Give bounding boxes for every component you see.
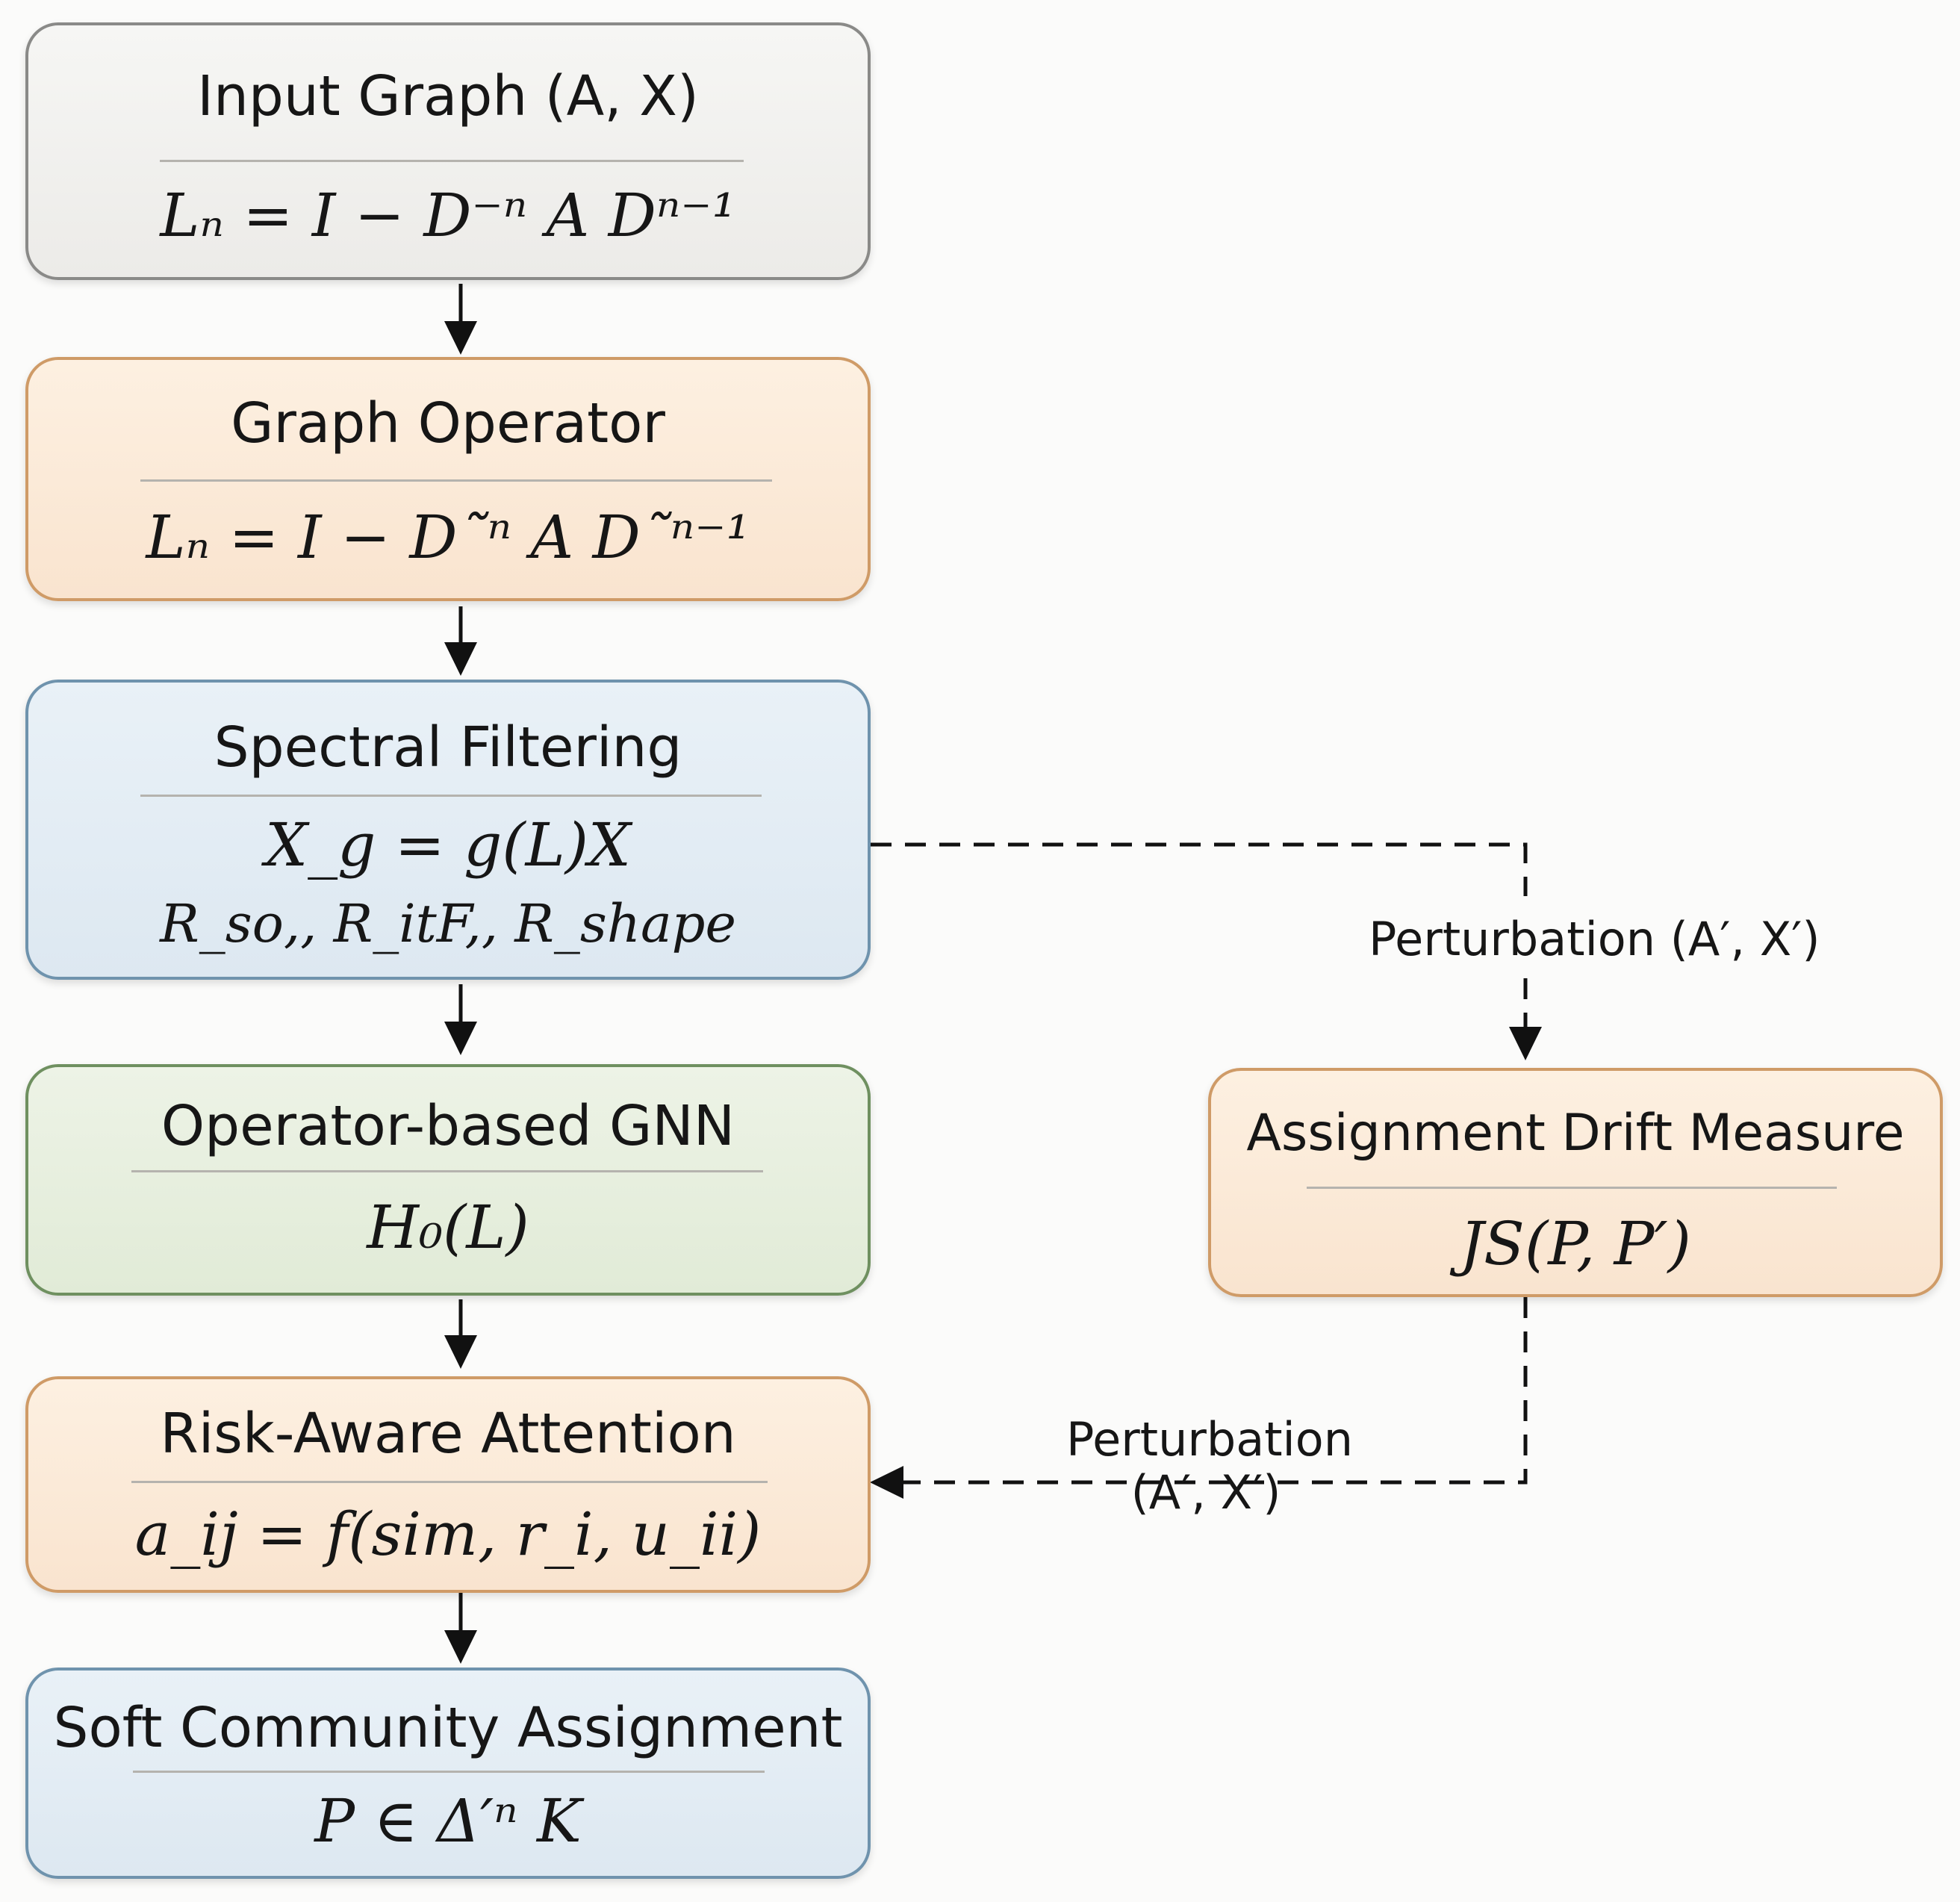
arrow-head-4 xyxy=(444,1335,477,1369)
node-formula: a_ij = f(sim, r_i, u_ii) xyxy=(134,1499,762,1569)
node-title: Operator-based GNN xyxy=(161,1094,735,1158)
edge-label-perturbation-top: Perturbation (A′, X′) xyxy=(1369,912,1820,966)
node-operator-gnn: Operator-based GNN H₀(L) xyxy=(25,1064,871,1296)
node-formula: H₀(L) xyxy=(367,1193,529,1262)
divider xyxy=(160,160,744,162)
node-title: Risk-Aware Attention xyxy=(160,1402,736,1466)
node-formula: P ∈ Δ′ⁿ K xyxy=(314,1786,582,1856)
divider xyxy=(131,1170,763,1172)
node-formula: Lₙ = I − D⁻ⁿ A Dⁿ⁻¹ xyxy=(160,181,736,250)
arrow-head-3 xyxy=(444,1022,477,1055)
perturbation-paths xyxy=(871,842,1528,1485)
edge-label-line-2: (A′, X′) xyxy=(1130,1465,1281,1520)
node-formula-secondary: R_so,, R_itF,, R_shape xyxy=(160,893,736,954)
node-title: Graph Operator xyxy=(231,391,665,456)
node-risk-aware-attention: Risk-Aware Attention a_ij = f(sim, r_i, … xyxy=(25,1376,871,1593)
node-input-graph: Input Graph (A, X) Lₙ = I − D⁻ⁿ A Dⁿ⁻¹ xyxy=(25,22,871,280)
divider xyxy=(140,479,772,482)
node-title: Soft Community Assignment xyxy=(53,1696,843,1760)
arrow-head-1 xyxy=(444,321,477,355)
node-formula: JS(P, P′) xyxy=(1460,1209,1691,1278)
arrow-head-2 xyxy=(444,642,477,676)
divider xyxy=(133,1771,765,1773)
node-title: Spectral Filtering xyxy=(214,715,682,780)
node-spectral-filtering: Spectral Filtering X_g = g(L)X R_so,, R_… xyxy=(25,680,871,980)
node-title: Input Graph (A, X) xyxy=(197,64,699,128)
edge-label-perturbation-bottom: Perturbation (A′, X′) xyxy=(1060,1413,1359,1520)
divider xyxy=(140,795,762,797)
flow-arrows xyxy=(444,284,477,1664)
node-formula: Lₙ = I − D˜ⁿ A D˜ⁿ⁻¹ xyxy=(146,503,750,572)
dashed-arrow-head-left xyxy=(870,1466,903,1499)
divider xyxy=(1307,1187,1837,1189)
edge-label-line-1: Perturbation xyxy=(1065,1412,1354,1467)
node-formula: X_g = g(L)X xyxy=(265,810,631,880)
arrow-head-5 xyxy=(444,1630,477,1664)
divider xyxy=(131,1481,768,1483)
node-title: Assignment Drift Measure xyxy=(1246,1104,1905,1163)
node-assignment-drift-measure: Assignment Drift Measure JS(P, P′) xyxy=(1208,1068,1943,1297)
dashed-arrow-head-down xyxy=(1509,1027,1542,1060)
node-soft-community-assignment: Soft Community Assignment P ∈ Δ′ⁿ K xyxy=(25,1668,871,1879)
node-graph-operator: Graph Operator Lₙ = I − D˜ⁿ A D˜ⁿ⁻¹ xyxy=(25,357,871,601)
